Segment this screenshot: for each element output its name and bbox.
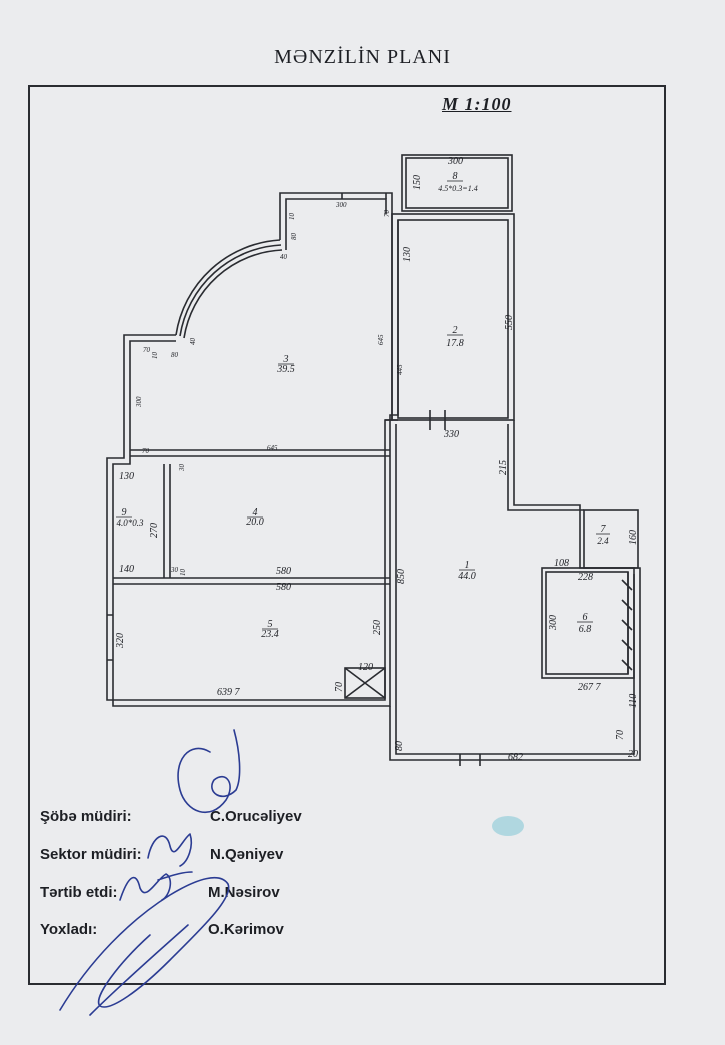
room-8-area: 4.5*0.3=1.4 xyxy=(438,184,477,193)
room-1-area: 44.0 xyxy=(458,571,476,582)
wall-9 xyxy=(163,464,171,578)
dim: 120 xyxy=(358,662,373,673)
dim: 108 xyxy=(554,558,569,569)
dim: 850 xyxy=(396,569,407,584)
bay-arc-outer xyxy=(175,239,281,336)
dim: 150 xyxy=(412,175,423,190)
room-6-no: 6 xyxy=(583,612,588,623)
dim: 228 xyxy=(578,572,593,583)
dim: 130 xyxy=(402,247,413,262)
dim: 70 xyxy=(142,447,150,455)
dim: 300 xyxy=(335,201,347,209)
dim: 40 xyxy=(189,338,197,346)
room-1-no: 1 xyxy=(465,560,470,571)
room-2 xyxy=(391,213,515,421)
dim: 70 xyxy=(383,210,391,218)
dim: 70 xyxy=(615,730,626,740)
dim: 320 xyxy=(115,633,126,649)
dim: 639 7 xyxy=(217,687,241,698)
dim: 10 xyxy=(179,569,187,577)
dim: 300 xyxy=(548,615,559,631)
bay-arc-mid xyxy=(179,244,282,337)
room-6 xyxy=(541,567,635,679)
room-6-area: 6.8 xyxy=(579,624,592,635)
dim: 215 xyxy=(498,460,509,475)
dim: 110 xyxy=(628,694,639,708)
room-2-area: 17.8 xyxy=(446,338,464,349)
dim: 580 xyxy=(276,582,291,593)
dim: 250 xyxy=(372,620,383,635)
room-8-no: 8 xyxy=(453,171,458,182)
wall-3-4 xyxy=(130,449,390,457)
outer-wall xyxy=(106,214,393,701)
dim: 30 xyxy=(178,464,186,473)
room-2-no: 2 xyxy=(453,325,458,336)
room-7-area: 2.4 xyxy=(597,536,609,546)
dim: 30 xyxy=(170,566,179,574)
vent-shaft xyxy=(344,667,386,699)
dim: 330 xyxy=(443,429,459,440)
dim: 267 7 xyxy=(578,682,602,693)
bay-arc-inner xyxy=(183,249,283,339)
dim: 10 xyxy=(288,213,296,221)
dim: 130 xyxy=(119,471,134,482)
dim: 70 xyxy=(334,682,345,692)
wall-4-5 xyxy=(113,577,390,585)
dim: 580 xyxy=(276,566,291,577)
room-7-no: 7 xyxy=(601,524,607,535)
plan-frame xyxy=(28,85,666,985)
room-4-no: 4 xyxy=(253,507,258,518)
signature-role: Şöbə müdiri: xyxy=(40,808,132,825)
room-5-area: 23.4 xyxy=(261,629,279,640)
dim: 550 xyxy=(504,315,515,330)
dim: 160 xyxy=(628,530,639,545)
signature-role: Sektor müdiri: xyxy=(40,846,142,863)
dim: 645 xyxy=(377,334,385,345)
scale-label: M 1:100 xyxy=(442,94,512,114)
signature-role: Yoxladı: xyxy=(40,921,98,938)
room-3-no: 3 xyxy=(283,354,289,365)
signature-name: N.Qəniyev xyxy=(210,846,284,863)
dim: 140 xyxy=(119,564,134,575)
signature-name: C.Orucəliyev xyxy=(210,808,302,825)
signature-role: Tərtib etdi: xyxy=(40,884,118,901)
dim: 300 xyxy=(447,156,463,167)
plan-title: MƏNZİLİN PLANI xyxy=(274,46,451,68)
dim: 40 xyxy=(280,253,288,261)
dim: 445 xyxy=(396,364,404,375)
dim: 80 xyxy=(394,741,405,751)
dim: 80 xyxy=(290,233,298,241)
dim: 20 xyxy=(628,749,638,760)
dim: 10 xyxy=(151,352,159,360)
dim: 80 xyxy=(171,351,179,359)
room-8 xyxy=(401,154,513,212)
dim: 270 xyxy=(149,523,160,538)
dim: 70 xyxy=(143,346,151,354)
outer-wall xyxy=(112,220,399,707)
dim: 645 xyxy=(267,444,278,452)
room-9-no: 9 xyxy=(122,507,127,518)
room-9-area: 4.0*0.3 xyxy=(117,518,145,528)
signature-name: M.Nəsirov xyxy=(208,884,280,901)
room-4-area: 20.0 xyxy=(246,517,264,528)
dim: 682 xyxy=(508,752,523,763)
room-5-no: 5 xyxy=(268,619,273,630)
dim: 300 xyxy=(135,396,143,408)
room-3-area: 39.5 xyxy=(276,364,295,375)
signature-name: O.Kərimov xyxy=(208,921,284,938)
